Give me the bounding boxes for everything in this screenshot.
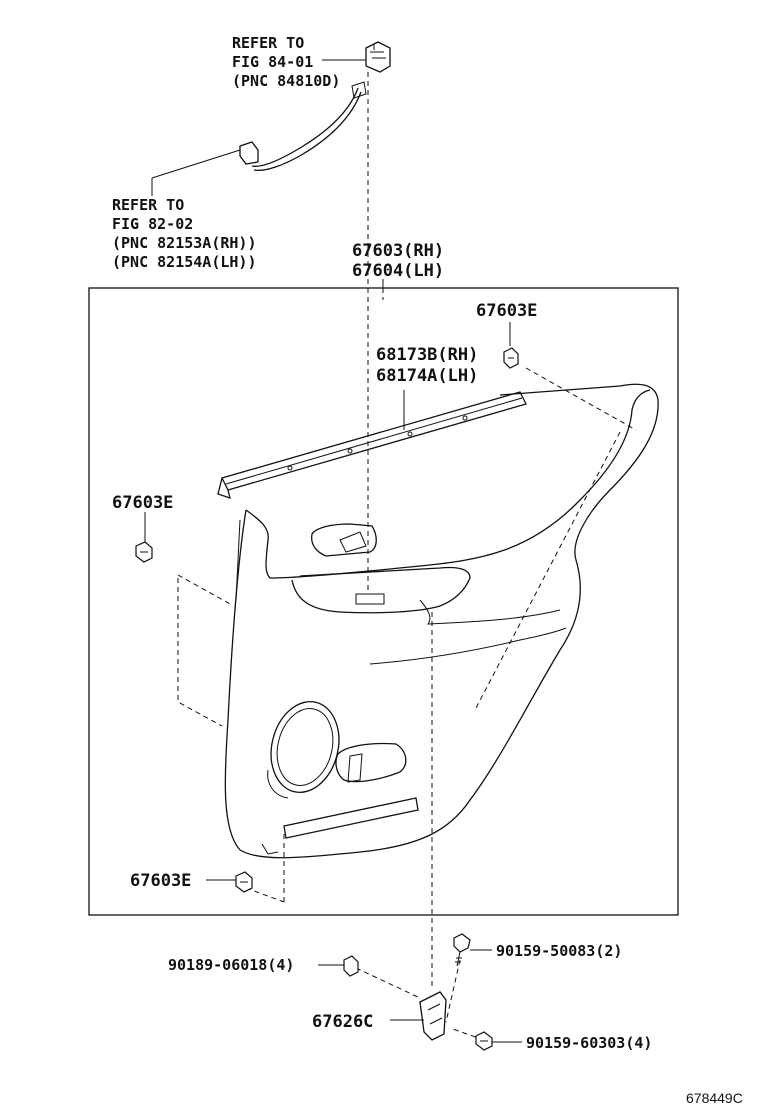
screw-top-label: 90159-50083(2) bbox=[496, 942, 622, 960]
refer-fig82-line3: (PNC 82153A(RH)) bbox=[112, 234, 257, 252]
clip-left-icon bbox=[135, 541, 153, 563]
board-part-rh: 67603(RH) bbox=[352, 241, 444, 261]
refer-fig82-line2: FIG 82-02 bbox=[112, 215, 193, 233]
clip-left-label: 67603E bbox=[112, 493, 173, 513]
screw-bottom-icon bbox=[475, 1031, 493, 1051]
refer-fig82-line1: REFER TO bbox=[112, 196, 184, 214]
weatherstrip-part-rh: 68173B(RH) bbox=[376, 345, 478, 365]
board-part-lh: 67604(LH) bbox=[352, 261, 444, 281]
refer-fig84-line1: REFER TO bbox=[232, 34, 304, 52]
nut-label: 90189-06018(4) bbox=[168, 956, 294, 974]
diagram-code: 678449C bbox=[686, 1090, 743, 1106]
screw-top-icon bbox=[453, 933, 471, 967]
weatherstrip-part-lh: 68174A(LH) bbox=[376, 366, 478, 386]
wire-harness-icon bbox=[239, 81, 367, 172]
refer-fig82-line4: (PNC 82154A(LH)) bbox=[112, 253, 257, 271]
clip-top-right-icon bbox=[503, 347, 519, 369]
refer-fig84-line3: (PNC 84810D) bbox=[232, 72, 340, 90]
weatherstrip-icon bbox=[217, 391, 527, 499]
clip-top-right-label: 67603E bbox=[476, 301, 537, 321]
bracket-icon bbox=[419, 991, 447, 1041]
clip-bottom-icon bbox=[235, 871, 253, 893]
clip-bottom-label: 67603E bbox=[130, 871, 191, 891]
door-trim-board-icon bbox=[224, 383, 659, 859]
screw-bottom-label: 90159-60303(4) bbox=[526, 1034, 652, 1052]
power-window-switch-icon bbox=[365, 41, 391, 73]
refer-fig84-line2: FIG 84-01 bbox=[232, 53, 313, 71]
nut-icon bbox=[343, 955, 359, 977]
bracket-label: 67626C bbox=[312, 1012, 373, 1032]
